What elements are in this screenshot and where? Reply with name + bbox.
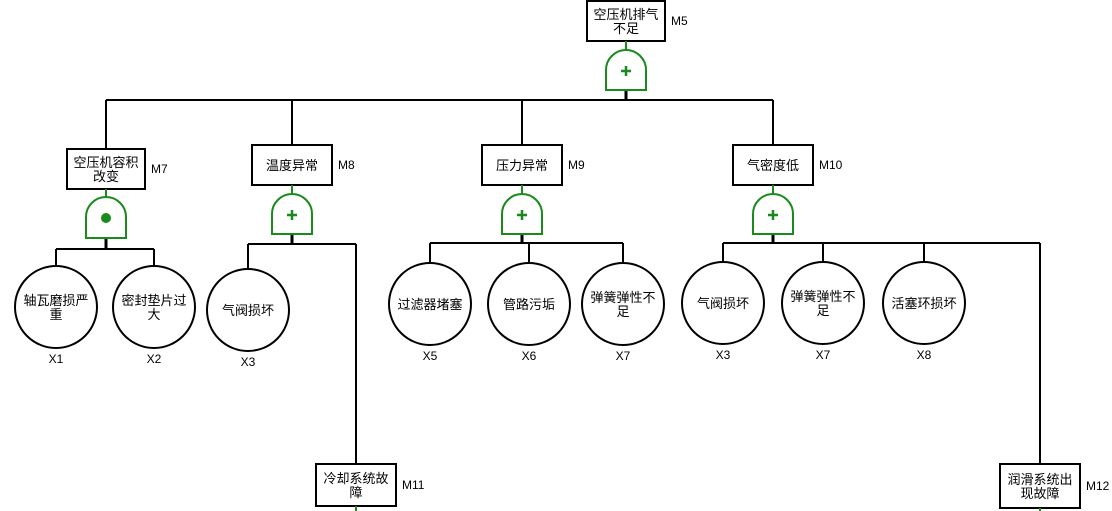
- event-text: 弹簧弹性不: [590, 290, 655, 306]
- event-text: 密封垫片过: [121, 293, 186, 309]
- event-id-label: M11: [402, 478, 425, 492]
- basic-event-x6: 管路污垢 X6: [487, 262, 571, 363]
- event-id-label: M12: [1086, 479, 1110, 493]
- event-text: 压力异常: [496, 159, 548, 174]
- event-text: 现故障: [1020, 487, 1059, 502]
- event-text: 不足: [613, 22, 639, 37]
- event-text: 轴瓦磨损严: [23, 294, 88, 309]
- event-id-label: M7: [151, 162, 168, 176]
- event-text: 温度异常: [266, 158, 318, 174]
- and-dot-icon: [101, 213, 111, 223]
- basic-event-x3b: 气阀损坏 X3: [681, 261, 765, 362]
- event-id-label: X3: [241, 355, 256, 369]
- event-id-label: X6: [522, 349, 537, 363]
- and-gate-m7: [85, 196, 127, 239]
- connector-lines: [55, 90, 1041, 464]
- event-id-label: X3: [716, 348, 731, 362]
- event-id-label: M5: [671, 14, 688, 28]
- event-text: 改变: [93, 169, 119, 185]
- or-gate-m8: [271, 193, 313, 235]
- event-id-label: X7: [616, 349, 631, 363]
- event-text: 活塞环损坏: [891, 296, 956, 312]
- event-text: 气密度低: [747, 158, 799, 174]
- event-box: [315, 463, 397, 507]
- event-text: 足: [616, 305, 629, 320]
- event-id-label: X1: [49, 352, 64, 366]
- event-id-label: X7: [816, 348, 831, 362]
- basic-event-x5: 过滤器堵塞 X5: [388, 262, 472, 363]
- basic-event-x8: 活塞环损坏 X8: [882, 261, 966, 362]
- event-id-label: M10: [819, 158, 843, 172]
- event-box: [66, 148, 146, 190]
- basic-event-circle: [882, 261, 966, 345]
- event-text: 大: [147, 308, 160, 323]
- basic-event-circle: [112, 265, 196, 349]
- or-gate-m9: [501, 193, 543, 235]
- basic-event-circle: [681, 261, 765, 345]
- or-gate-m10: [752, 193, 794, 235]
- event-text: 气阀损坏: [697, 296, 749, 312]
- basic-event-circle: [14, 265, 98, 349]
- event-id-label: X5: [423, 349, 438, 363]
- event-id-label: X2: [147, 352, 162, 366]
- event-text: 润滑系统出: [1007, 473, 1072, 488]
- event-text: 冷却系统故: [323, 472, 388, 487]
- event-m9: 压力异常 M9: [481, 144, 585, 194]
- basic-event-circle: [781, 261, 865, 345]
- event-text: 重: [49, 307, 62, 323]
- basic-event-circle: [388, 262, 472, 346]
- event-text: 过滤器堵塞: [397, 297, 462, 313]
- event-id-label: M8: [338, 158, 355, 172]
- event-text: 管路污垢: [503, 297, 555, 313]
- event-text: 弹簧弹性不: [790, 289, 855, 305]
- event-text: 空压机容积: [73, 155, 138, 171]
- event-text: 足: [816, 304, 829, 319]
- event-m10: 气密度低 M10: [732, 144, 843, 194]
- event-box: [251, 144, 333, 186]
- basic-event-circle: [581, 262, 665, 346]
- basic-event-circle: [487, 262, 571, 346]
- basic-event-x3: 气阀损坏 X3: [206, 268, 290, 369]
- event-text: 气阀损坏: [222, 303, 274, 319]
- event-id-label: X8: [917, 348, 932, 362]
- event-box: [586, 0, 666, 42]
- basic-event-circle: [206, 268, 290, 352]
- or-gate-m5: [605, 49, 647, 91]
- event-text: 空压机排气: [593, 7, 658, 23]
- event-m8: 温度异常 M8: [251, 144, 355, 194]
- event-id-label: M9: [568, 158, 585, 172]
- event-text: 障: [349, 486, 362, 501]
